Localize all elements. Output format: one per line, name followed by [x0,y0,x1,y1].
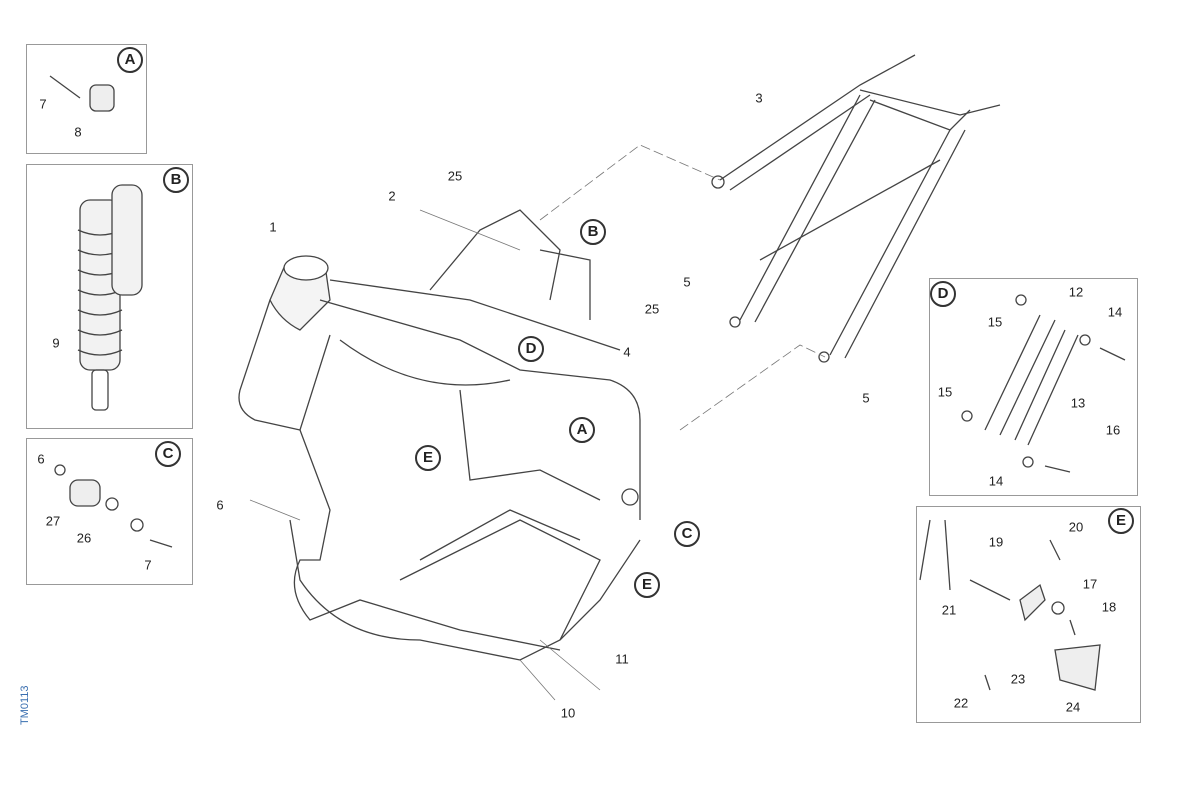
callout-number: 10 [560,705,576,721]
callout-number: 4 [623,344,631,360]
panel-letter-b: B [163,167,189,193]
callout-number: 13 [1070,395,1086,411]
callout-number: 5 [683,274,691,290]
callout-number: 16 [1105,422,1121,438]
callout-number: 9 [52,335,60,351]
callout-number: 20 [1068,519,1084,535]
panel-letter-c: C [155,441,181,467]
callout-number: 6 [37,451,45,467]
panel-letter-e: E [1108,508,1134,534]
main-frame [238,209,641,661]
detail-panel-c [26,438,193,585]
detail-panel-b [26,164,193,429]
callout-number: 21 [941,602,957,618]
callout-number: 2 [388,188,396,204]
callout-number: 17 [1082,576,1098,592]
callout-number: 14 [988,473,1004,489]
view-ref-d: D [518,336,544,362]
detail-panel-a [26,44,147,154]
detail-panel-e [916,506,1141,723]
detail-panel-d [929,278,1138,496]
callout-number: 18 [1101,599,1117,615]
callout-number: 25 [644,301,660,317]
callout-number: 5 [862,390,870,406]
view-ref-e: E [415,445,441,471]
callout-number: 24 [1065,699,1081,715]
callout-number: 27 [45,513,61,529]
callout-number: 25 [447,168,463,184]
callout-number: 15 [987,314,1003,330]
callout-number: 6 [216,497,224,513]
callout-number: 1 [269,219,277,235]
callout-number: 26 [76,530,92,546]
view-ref-e: E [634,572,660,598]
panel-letter-a: A [117,47,143,73]
callout-number: 14 [1107,304,1123,320]
callout-number: 7 [39,96,47,112]
view-ref-b: B [580,219,606,245]
callout-number: 3 [755,90,763,106]
view-ref-c: C [674,521,700,547]
panel-letter-d: D [930,281,956,307]
callout-number: 23 [1010,671,1026,687]
callout-number: 7 [144,557,152,573]
callout-number: 19 [988,534,1004,550]
callout-number: 22 [953,695,969,711]
callout-number: 15 [937,384,953,400]
drawing-reference: TM0113 [19,685,31,725]
callout-number: 11 [615,651,629,667]
view-ref-a: A [569,417,595,443]
callout-number: 12 [1068,284,1084,300]
subframe [711,54,1001,363]
callout-number: 8 [74,124,82,140]
